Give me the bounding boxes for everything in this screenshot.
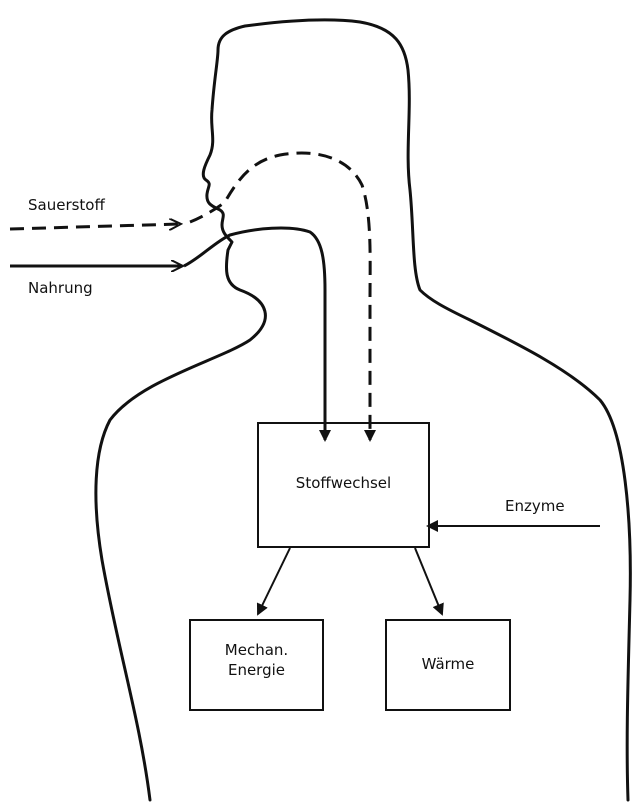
- label-mechan-line1: Mechan.: [189, 641, 324, 661]
- body-silhouette: [96, 20, 630, 800]
- arrow-to-waerme: [415, 548, 442, 614]
- label-mechan-energie: Mechan. Energie: [189, 641, 324, 680]
- label-enzyme: Enzyme: [505, 497, 565, 517]
- label-waerme: Wärme: [385, 655, 511, 675]
- sauerstoff-internal-path: [190, 153, 370, 440]
- label-mechan-line2: Energie: [189, 661, 324, 681]
- arrow-to-mechan-energie: [258, 548, 290, 614]
- label-sauerstoff: Sauerstoff: [28, 196, 105, 216]
- sauerstoff-arrow: [10, 224, 180, 229]
- nahrung-internal-path: [184, 228, 325, 440]
- label-nahrung: Nahrung: [28, 279, 93, 299]
- label-stoffwechsel: Stoffwechsel: [257, 474, 430, 494]
